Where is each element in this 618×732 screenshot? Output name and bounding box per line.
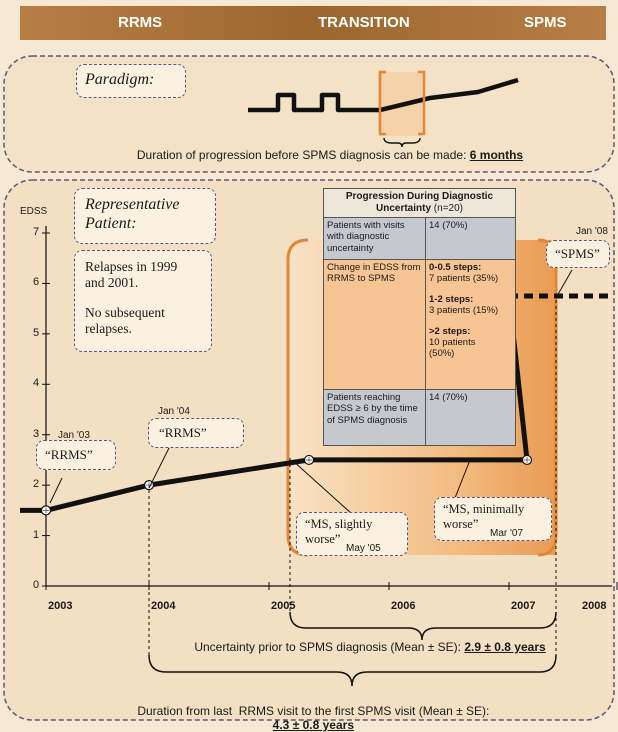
table-row-label: Patients reaching EDSS ≥ 6 by the time o… <box>323 389 426 446</box>
leader-mar07 <box>454 459 471 499</box>
table-row-groups: 0-0.5 steps: 7 patients (35%) 1-2 steps:… <box>425 259 516 390</box>
leader-may05 <box>291 459 353 515</box>
leader-jan04 <box>148 445 171 489</box>
uncertainty-caption: Uncertainty prior to SPMS diagnosis (Mea… <box>150 640 590 654</box>
table-row-label: Change in EDSS from RRMS to SPMS <box>323 259 426 390</box>
y-tick-label: 3 <box>33 427 40 440</box>
paradigm-bracket-right <box>418 70 426 136</box>
paradigm-bracket-left <box>378 70 386 136</box>
y-axis-label: EDSS <box>20 206 48 217</box>
paradigm-caption: Duration of progression before SPMS diag… <box>60 148 600 162</box>
paradigm-brace <box>383 137 421 148</box>
header-spms: SPMS <box>524 14 567 31</box>
table-title-n: (n=20) <box>433 203 463 214</box>
callout-may05-line2: worse” <box>305 532 341 546</box>
patient-note: Relapses in 1999 and 2001. No subsequent… <box>74 250 212 352</box>
y-tick-label: 7 <box>33 226 40 238</box>
y-tick-label: 1 <box>33 528 40 541</box>
header-rrms: RRMS <box>118 14 163 31</box>
patient-note-line1: Relapses in 1999 <box>85 259 178 274</box>
data-point-mark <box>43 507 49 514</box>
callout-mar07-line1: “MS, minimally <box>443 502 525 516</box>
callout-may05: “MS, slightly worse” <box>296 512 408 556</box>
patient-note-line3: No subsequent <box>85 305 165 320</box>
group-text: 3 patients (15%) <box>429 305 499 317</box>
callout-jan04-text: “RRMS” <box>159 425 207 440</box>
uncertainty-brace <box>289 611 557 641</box>
duration-prefix: Duration from last RRMS visit to the fir… <box>137 704 490 718</box>
paradigm-line <box>248 77 519 113</box>
progression-table: Progression During Diagnostic Uncertaint… <box>323 188 516 446</box>
group-head: >2 steps: <box>429 325 471 337</box>
date-may05: May '05 <box>346 543 381 554</box>
table-row-label: Patients with visits with diagnostic unc… <box>323 217 426 260</box>
callout-jan08: “SPMS” <box>546 240 610 268</box>
y-tick-label: 0 <box>33 579 40 591</box>
callout-mar07: “MS, minimally worse” <box>434 497 552 541</box>
table-row-value: 14 (70%) <box>425 217 516 260</box>
y-tick-label: 6 <box>33 276 40 289</box>
data-point-mark <box>524 456 530 463</box>
x-tick-label: 2006 <box>391 600 416 612</box>
duration-value: 4.3 ± 0.8 years <box>272 718 354 732</box>
duration-brace <box>148 654 557 687</box>
x-tick-label: 2007 <box>511 600 536 612</box>
uncertainty-value: 2.9 ± 0.8 years <box>464 640 546 654</box>
date-jan08: Jan '08 <box>576 226 608 237</box>
y-tick-label: 4 <box>33 377 40 390</box>
callout-jan03-text: “RRMS” <box>45 447 93 462</box>
paradigm-label-text: Paradigm: <box>85 71 155 88</box>
x-tick-label: 2003 <box>48 600 73 612</box>
callout-may05-line1: “MS, slightly <box>305 517 373 531</box>
date-jan04: Jan '04 <box>158 406 190 417</box>
header-transition: TRANSITION <box>318 14 410 31</box>
group-head: 0-0.5 steps: <box>429 262 482 273</box>
paradigm-caption-value: 6 months <box>469 148 524 162</box>
y-tick-label: 2 <box>33 478 40 491</box>
table-title-line1: Progression During Diagnostic <box>345 191 494 202</box>
table-row-value: 14 (70%) <box>425 389 516 446</box>
group-text: 10 patients (50%) <box>429 336 476 360</box>
patient-note-line4: relapses. <box>85 321 132 336</box>
callout-mar07-line2: worse” <box>443 517 479 531</box>
x-tick-label: 2005 <box>271 600 296 612</box>
leader-jan03 <box>49 477 63 504</box>
x-tick-label: 2004 <box>151 600 176 612</box>
header-band <box>20 6 606 40</box>
uncertainty-prefix: Uncertainty prior to SPMS diagnosis (Mea… <box>194 640 462 654</box>
duration-caption: Duration from last RRMS visit to the fir… <box>20 690 600 732</box>
paradigm-caption-prefix: Duration of progression before SPMS diag… <box>136 148 467 162</box>
callout-jan08-text: “SPMS” <box>555 246 600 261</box>
y-tick-label: 5 <box>33 326 40 339</box>
group-head: 1-2 steps: <box>429 293 474 305</box>
table-title-line2: Uncertainty <box>376 203 432 214</box>
paradigm-label: Paradigm: <box>76 64 186 98</box>
patient-label-line2: Patient: <box>85 215 137 232</box>
group-text: 7 patients (35%) <box>429 273 499 285</box>
leader-jan08 <box>556 269 573 297</box>
patient-label: Representative Patient: <box>74 188 216 244</box>
patient-note-line2: and 2001. <box>85 275 139 290</box>
date-jan03: Jan '03 <box>58 430 90 441</box>
date-mar07: Mar '07 <box>490 528 524 539</box>
patient-label-line1: Representative <box>85 196 180 213</box>
x-tick-label: 2008 <box>582 600 607 612</box>
callout-jan04: “RRMS” <box>148 418 244 448</box>
data-point-mark <box>306 456 312 463</box>
callout-jan03: “RRMS” <box>36 440 116 470</box>
table-title: Progression During Diagnostic Uncertaint… <box>323 188 516 218</box>
